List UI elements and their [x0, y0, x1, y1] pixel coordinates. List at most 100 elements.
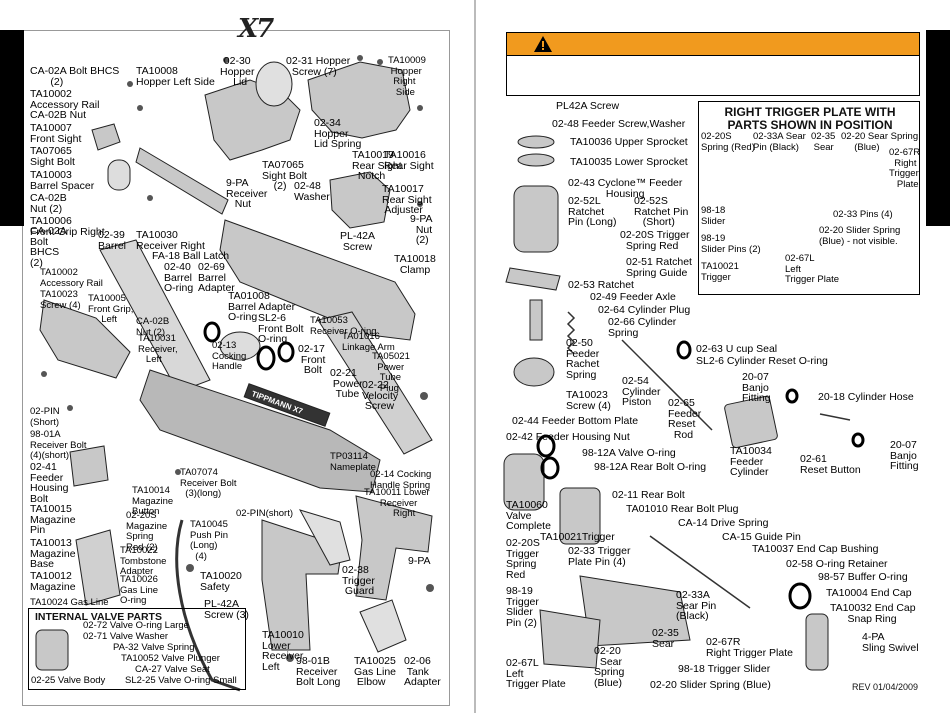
barrel-oring: [203, 321, 221, 343]
label-receiver-bolt-long: 98-01B Receiver Bolt Long: [296, 655, 341, 688]
label-valve-spring: PA-32 Valve Spring: [113, 642, 195, 653]
label-cylinder-spring: 02-66 Cylinder Spring: [608, 316, 677, 339]
label-feeder-reset-rod: 02-65 Feeder Reset Rod: [668, 397, 702, 441]
barrel-spacer: [107, 159, 131, 191]
front-bolt-oring-2: [277, 341, 295, 363]
u-cup-seal: [676, 340, 692, 360]
label-ca02a-bhcs: CA-02A Bolt BHCS (2): [30, 225, 67, 269]
inset-slider-spring: 02-20 Slider Spring (Blue) - not visible…: [819, 225, 901, 247]
label-ratchet-pin-short: 02-52S Ratchet Pin (Short): [634, 195, 689, 228]
label-cylinder-hose: 20-18 Cylinder Hose: [818, 391, 914, 403]
label-ta07065: TA07065 Sight Bolt: [30, 145, 75, 168]
label-power-tube: 02-21 Power Tube: [330, 367, 363, 400]
label-ta10006: TA10006 Front Grip Right: [30, 215, 105, 238]
label-valve-plunger: TA10052 Valve Plunger: [121, 653, 220, 664]
gas-line: [175, 519, 241, 692]
label-ta10008: TA10008 Hopper Left Side: [136, 65, 215, 88]
magazine: [75, 529, 121, 606]
label-ta01008: TA01008 Barrel Adapter O-ring: [228, 290, 296, 323]
label-cocking-handle: 02-13 Cocking Handle: [212, 340, 247, 372]
front-grip-left: [39, 299, 131, 379]
label-valve-oring-large: 02-72 Valve O-ring Large: [83, 620, 189, 631]
tank-adapter: [359, 599, 407, 653]
label-ca02b-nut: CA-02B Nut: [30, 109, 87, 121]
label-ta10024: TA10024 Gas Line: [30, 597, 109, 608]
label-ratchet: 02-53 Ratchet: [568, 279, 634, 291]
label-banjo-fitting: 20-07 Banjo Fitting: [742, 371, 771, 404]
label-ta10013: TA10013 Magazine Base: [30, 537, 76, 570]
end-cap-drawing: [805, 613, 829, 671]
valve-body-drawing: [35, 629, 69, 671]
label-lower-receiver-left: TA10010 Lower Receiver Left: [262, 629, 304, 673]
label-trigger-slider: 98-18 Trigger Slider: [678, 663, 771, 675]
label-valve-washer: 02-71 Valve Washer: [83, 631, 169, 642]
rear-bolt-drawing: [559, 487, 601, 545]
label-ta10007: TA10007 Front Sight: [30, 122, 82, 145]
warning-body: [506, 56, 920, 96]
inset-trigger: TA10021 Trigger: [701, 261, 739, 283]
label-gas-line-oring: TA10026 Gas Line O-ring: [120, 574, 159, 606]
label-washer-248: 02-48 Washer: [294, 180, 330, 203]
hopper-right-side: [307, 61, 411, 139]
label-valve-seat: CA-27 Valve Seat: [135, 664, 210, 675]
label-pin-short2: 02-PIN(short): [236, 508, 294, 519]
label-end-cap-bushing: TA10037 End Cap Bushing: [752, 543, 879, 555]
inset-slider-pins: 98-19 Slider Pins (2): [701, 233, 761, 255]
label-hopper-lid: 02-30 Hopper Lid: [220, 55, 255, 88]
label-guide-pin: CA-15 Guide Pin: [722, 531, 801, 543]
label-cyclone-housing: 02-43 Cyclone™ Feeder Housing: [568, 177, 683, 200]
left-black-tab: [0, 30, 24, 226]
inset-pins4: 02-33 Pins (4): [833, 209, 893, 220]
label-receiver-bolt-short: 98-01A Receiver Bolt (4)(short): [30, 429, 87, 461]
label-ball-latch: FA-18 Ball Latch: [152, 250, 230, 262]
rear-sight: [329, 171, 391, 229]
label-slider-spring: 02-20 Slider Spring (Blue): [650, 679, 771, 691]
bottom-plate-drawing: [513, 357, 555, 387]
label-trigger-guard: 02-38 Trigger Guard: [342, 564, 375, 597]
label-sear-pin-black: 02-33A Sear Pin (Black): [676, 589, 717, 622]
banjo-oring-2: [851, 432, 865, 448]
label-ta10011: TA10011 Lower Receiver Right: [364, 487, 430, 519]
ratchet-drawing: [505, 267, 561, 291]
label-banjo-fitting2: 20-07 Banjo Fitting: [890, 439, 919, 472]
warning-bar: [506, 32, 920, 56]
inset-right-plate: 02-67R Right Trigger Plate: [889, 147, 921, 190]
front-sight: [91, 123, 121, 151]
label-upper-sprocket: TA10036 Upper Sprocket: [570, 136, 688, 148]
label-housing-nut: 02-42 Feeder Housing Nut: [506, 431, 630, 443]
inset-spring-red: 02-20S Spring (Red): [701, 131, 755, 153]
label-cylinder-piston: 02-54 Cylinder Piston: [622, 375, 661, 408]
label-tp03114: TP03114 Nameplate: [330, 451, 376, 473]
label-trigger-spring-red: 02-20S Trigger Spring Red: [620, 229, 690, 252]
label-ta10005: TA10005 Front Grip, Left: [88, 293, 134, 325]
label-receiver-nut-9pa: 9-PA Receiver Nut: [226, 177, 268, 210]
trigger-plate-left-drawing: [539, 609, 601, 669]
drive-spring-drawing: [649, 535, 751, 609]
label-nut-9pa-2: 9-PA Nut (2): [410, 213, 433, 246]
label-ta05021: TA05021 Power Tube Plug: [372, 351, 410, 394]
label-magazine-button: TA10014 Magazine Button: [132, 485, 174, 517]
label-ta10032: TA10032 End Cap Snap Ring: [830, 602, 916, 625]
label-ta10004: TA10004 End Cap: [826, 587, 912, 599]
receiver-right: [219, 219, 416, 341]
label-feeder-bolt: 02-41 Feeder Housing Bolt: [30, 461, 69, 505]
label-ratchet-pin-long: 02-52L Ratchet Pin (Long): [568, 195, 617, 228]
inset-sear-spring: 02-20 Sear Spring (Blue): [841, 131, 919, 153]
warning-triangle-icon: [534, 36, 552, 52]
valve-oring-2: [540, 456, 560, 480]
label-ta10030: TA10030 Receiver Right: [136, 229, 205, 252]
label-cylinder-reset-oring: SL2-6 Cylinder Reset O-ring: [696, 355, 828, 367]
label-ta10021-trigger: TA10021Trigger: [540, 531, 615, 543]
label-tombstone: TA10022 Tombstone Adapter: [120, 545, 167, 577]
label-ta10053: TA10053 Receiver O-ring: [310, 315, 377, 337]
feeder-housing-drawing: [513, 185, 559, 253]
label-barrel-adapter: 02-69 Barrel Adapter: [198, 261, 235, 294]
label-oring-retainer: 02-58 O-ring Retainer: [786, 558, 888, 570]
x7-logo: X7: [238, 14, 274, 44]
label-ta10002-rail2: TA10002 Accessory Rail: [40, 267, 103, 289]
label-nut-9pa: 9-PA: [408, 555, 431, 567]
receiver-left: [139, 369, 381, 493]
right-black-tab: [926, 30, 950, 226]
valve-box-title: INTERNAL VALVE PARTS: [35, 611, 162, 623]
